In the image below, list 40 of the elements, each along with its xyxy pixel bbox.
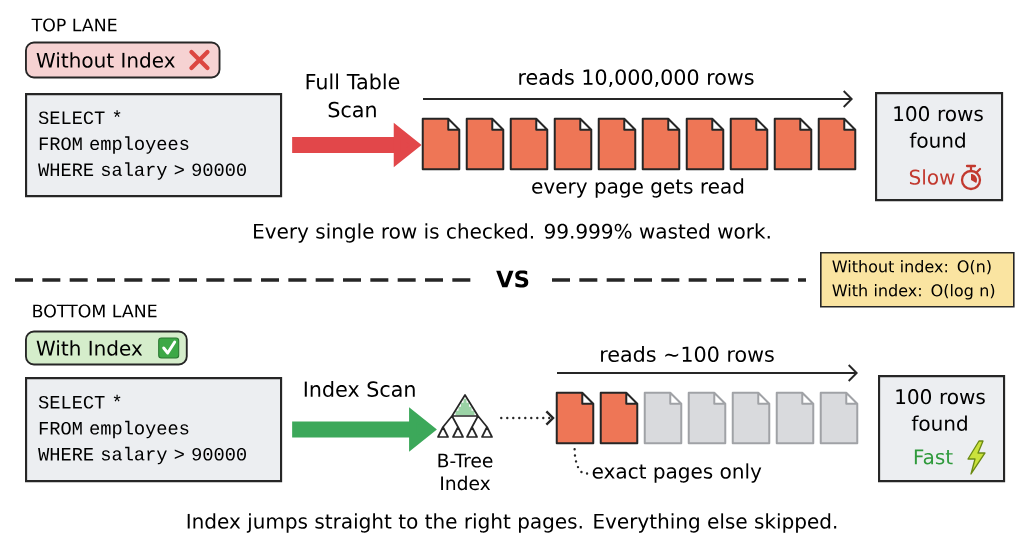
- page-icon: [643, 391, 683, 445]
- result-text: 100 rows found: [894, 106, 983, 148]
- page-icon: [421, 117, 461, 171]
- annotation-text: exact pages only: [592, 463, 762, 483]
- page-icon: [687, 391, 727, 445]
- note-box: Without index: O(n) With index: O(log n): [820, 252, 1015, 308]
- query-box: SELECT * FROM employees WHERE salary > 90000: [25, 93, 283, 198]
- speed-label: Slow: [909, 169, 955, 185]
- tree-caption: B-Tree Index: [438, 453, 493, 491]
- speed-label: Fast: [914, 449, 953, 465]
- result-box: [878, 375, 1006, 483]
- lane-tag: With Index: [25, 330, 188, 366]
- page-icon: [555, 391, 595, 445]
- result-box: [875, 92, 1004, 202]
- result-text: 100 rows found: [896, 389, 985, 431]
- page-icon: [685, 117, 725, 171]
- page-icon: [729, 117, 769, 171]
- page-icon: [775, 391, 815, 445]
- summary-text: Every single row is checked. 99.999% wasted work.: [254, 223, 770, 243]
- page-icon: [731, 391, 771, 445]
- query-box: SELECT * FROM employees WHERE salary > 90000: [25, 377, 283, 483]
- edge-label: Index Scan: [304, 380, 415, 397]
- edge-label: Full Table Scan: [306, 73, 400, 118]
- page-icon: [773, 117, 813, 171]
- page-icon: [465, 117, 505, 171]
- vs-label: VS: [496, 270, 529, 288]
- lane-tag: Without Index: [25, 41, 221, 79]
- arrow-caption: reads 10,000,000 rows: [519, 68, 754, 88]
- page-icon: [817, 117, 857, 171]
- page-icon: [599, 391, 639, 445]
- leader-line: [573, 445, 589, 475]
- row-caption: every page gets read: [532, 178, 744, 198]
- page-icon: [641, 117, 681, 171]
- page-icon: [509, 117, 549, 171]
- dotted-arrow: [500, 410, 555, 426]
- page-icon: [597, 117, 637, 171]
- arrow-caption: reads ~100 rows: [601, 346, 774, 362]
- summary-text: Index jumps straight to the right pages. Everything else skipped.: [187, 513, 837, 533]
- page-icon: [819, 391, 859, 445]
- page-icon: [553, 117, 593, 171]
